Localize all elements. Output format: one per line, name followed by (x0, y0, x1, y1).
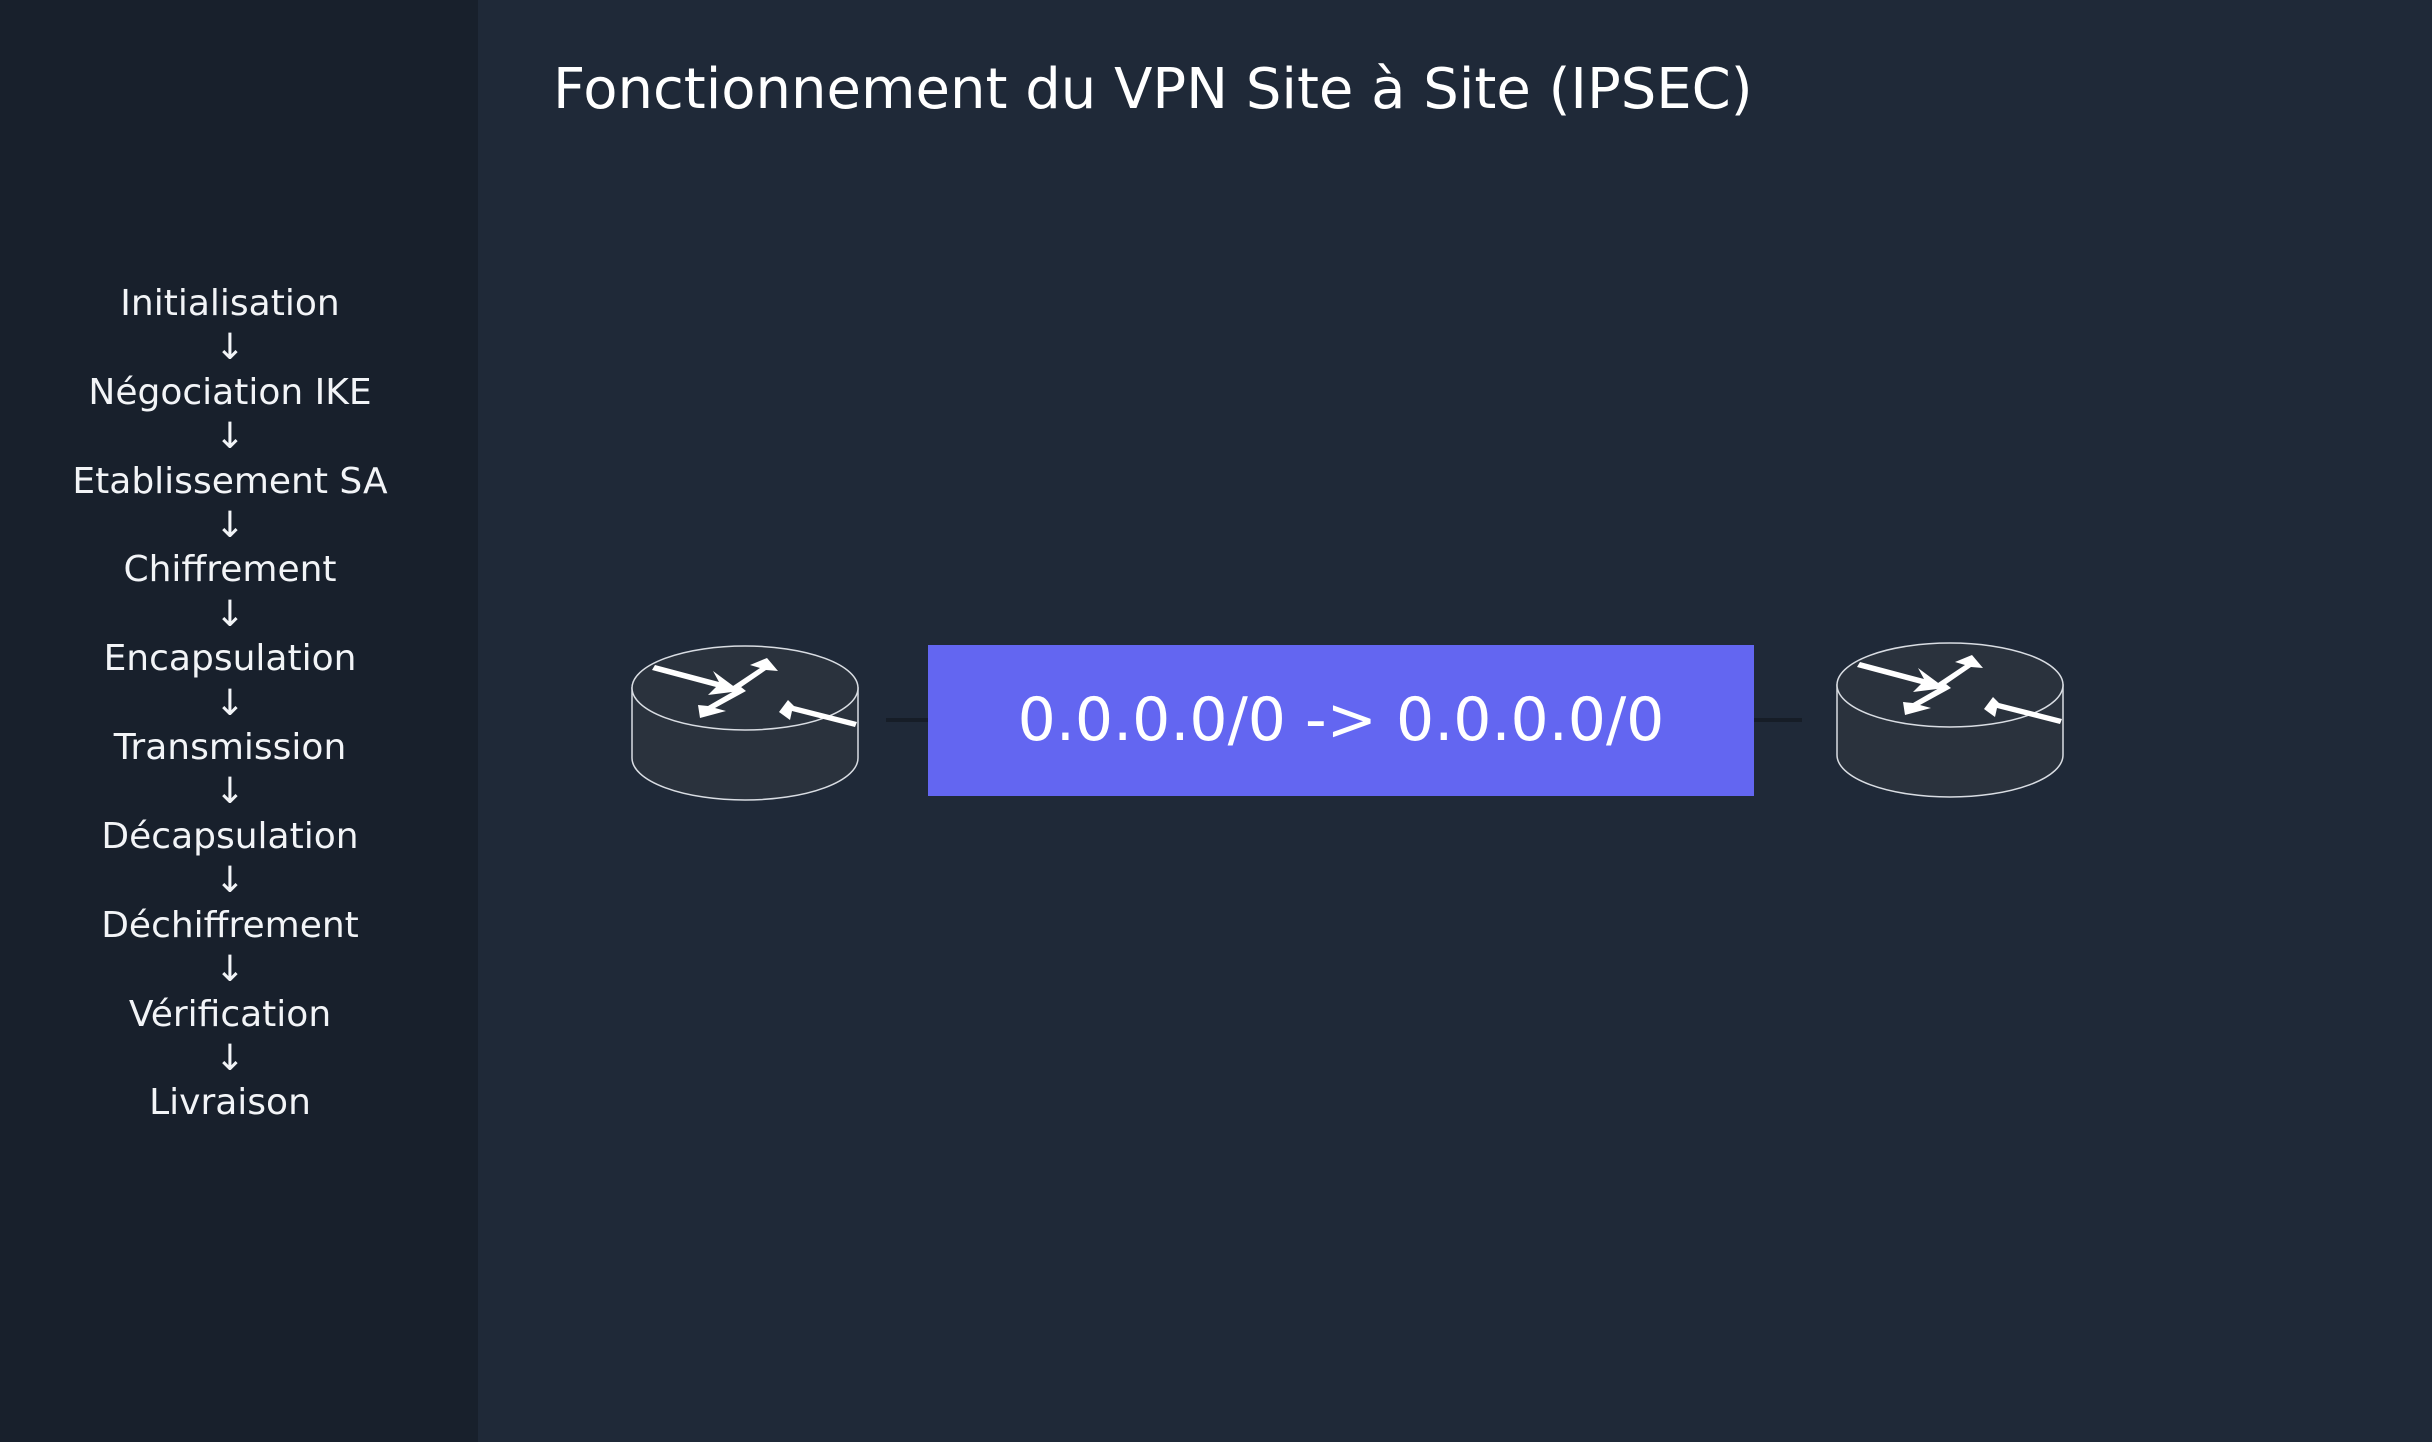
step-dechiffrement: Déchiffrement (101, 904, 359, 946)
step-etablissement-sa: Etablissement SA (72, 460, 388, 502)
arrow-down-icon: ↓ (214, 949, 246, 991)
arrow-down-icon: ↓ (214, 327, 246, 369)
arrow-down-icon: ↓ (214, 505, 246, 547)
arrow-down-icon: ↓ (214, 593, 246, 635)
step-verification: Vérification (128, 993, 332, 1035)
step-chiffrement: Chiffrement (123, 549, 337, 591)
tunnel-route-box: 0.0.0.0/0 -> 0.0.0.0/0 (928, 645, 1754, 796)
step-decapsulation: Décapsulation (101, 815, 359, 857)
step-transmission: Transmission (113, 727, 347, 769)
arrow-down-icon: ↓ (214, 682, 246, 724)
arrow-down-icon: ↓ (214, 1037, 246, 1079)
router-icon (631, 645, 859, 801)
arrow-down-icon: ↓ (214, 860, 246, 902)
step-encapsulation: Encapsulation (103, 638, 357, 680)
process-sidebar: Initialisation ↓ Négociation IKE ↓ Etabl… (0, 0, 478, 1442)
router-icon (1836, 642, 2064, 798)
step-livraison: Livraison (149, 1082, 311, 1124)
arrow-down-icon: ↓ (214, 771, 246, 813)
step-negociation-ike: Négociation IKE (88, 371, 372, 413)
step-initialisation: Initialisation (120, 283, 340, 324)
page-title: Fonctionnement du VPN Site à Site (IPSEC… (553, 57, 1753, 122)
process-steps: Initialisation ↓ Négociation IKE ↓ Etabl… (0, 282, 460, 1126)
arrow-down-icon: ↓ (214, 416, 246, 458)
